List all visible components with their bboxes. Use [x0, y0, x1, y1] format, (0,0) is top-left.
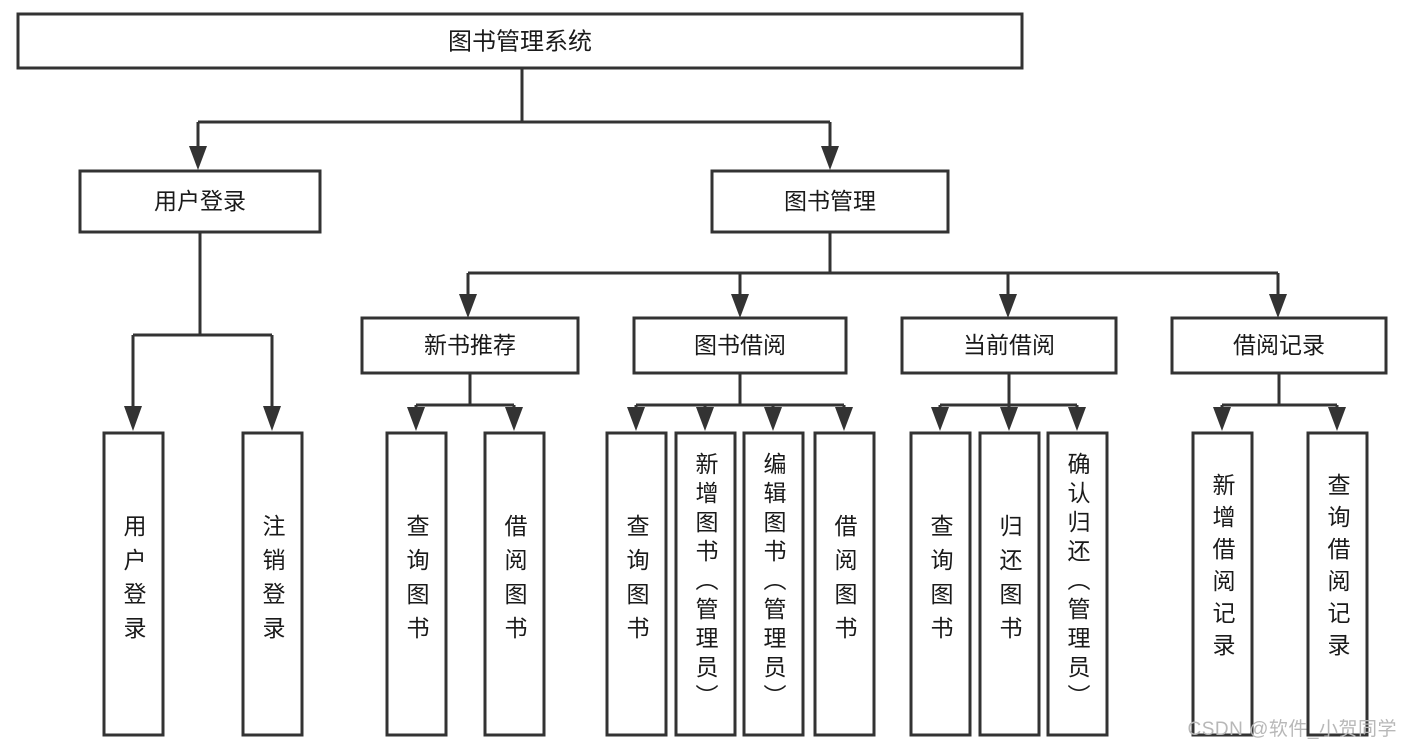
node-user-login[interactable]: 用户登录	[78, 169, 322, 234]
leaf-logout[interactable]: 注销登录	[241, 431, 304, 737]
node-book-management-label: 图书管理	[784, 188, 876, 214]
leaf-confirm-return-admin-label: 确认归还（管理员）	[1064, 452, 1091, 713]
node-borrow-record[interactable]: 借阅记录	[1170, 316, 1388, 375]
leaf-return-book[interactable]: 归还图书	[978, 431, 1041, 737]
connector-root-to-level2	[189, 68, 839, 170]
connector-new-book-recommend-to-leaves	[407, 373, 523, 431]
connector-book-management-to-level3	[459, 232, 1287, 318]
leaf-add-book-admin[interactable]: 新增图书（管理员）	[674, 431, 737, 737]
node-book-management[interactable]: 图书管理	[710, 169, 950, 234]
connector-book-borrow-to-leaves	[627, 373, 853, 431]
node-root-book-management-system[interactable]: 图书管理系统	[16, 12, 1024, 70]
node-new-book-recommend-label: 新书推荐	[424, 332, 516, 358]
leaf-user-login[interactable]: 用户登录	[102, 431, 165, 737]
leaf-query-book-borrow[interactable]: 查询图书	[605, 431, 668, 737]
connector-user-login-to-leaves	[124, 232, 281, 431]
leaf-borrow-book-recommend[interactable]: 借阅图书	[483, 431, 546, 737]
leaf-query-book-recommend[interactable]: 查询图书	[385, 431, 448, 737]
leaf-edit-book-admin-label: 编辑图书（管理员）	[760, 452, 787, 713]
leaf-query-book-current[interactable]: 查询图书	[909, 431, 972, 737]
leaf-edit-book-admin[interactable]: 编辑图书（管理员）	[742, 431, 805, 737]
leaf-borrow-book-label: 借阅图书	[831, 514, 858, 650]
node-current-borrow-label: 当前借阅	[963, 332, 1055, 358]
leaf-query-borrow-record-label: 查询借阅记录	[1324, 473, 1351, 665]
node-new-book-recommend[interactable]: 新书推荐	[360, 316, 580, 375]
leaf-query-book-borrow-label: 查询图书	[623, 514, 650, 650]
leaf-add-borrow-record[interactable]: 新增借阅记录	[1191, 431, 1254, 737]
node-borrow-record-label: 借阅记录	[1233, 332, 1325, 358]
leaf-logout-label: 注销登录	[259, 514, 286, 650]
leaf-user-login-label: 用户登录	[120, 514, 147, 650]
leaf-query-book-current-label: 查询图书	[927, 514, 954, 650]
leaf-borrow-book-recommend-label: 借阅图书	[501, 514, 528, 650]
leaf-query-borrow-record[interactable]: 查询借阅记录	[1306, 431, 1369, 737]
leaf-add-book-admin-label: 新增图书（管理员）	[692, 452, 719, 713]
leaf-return-book-label: 归还图书	[996, 514, 1023, 650]
node-root-label: 图书管理系统	[448, 28, 592, 55]
node-book-borrow[interactable]: 图书借阅	[632, 316, 848, 375]
leaf-add-borrow-record-label: 新增借阅记录	[1209, 473, 1236, 665]
leaf-borrow-book[interactable]: 借阅图书	[813, 431, 876, 737]
node-user-login-label: 用户登录	[154, 188, 246, 214]
node-book-borrow-label: 图书借阅	[694, 332, 786, 358]
leaf-confirm-return-admin[interactable]: 确认归还（管理员）	[1046, 431, 1109, 737]
connector-current-borrow-to-leaves	[931, 373, 1086, 431]
leaf-query-book-recommend-label: 查询图书	[403, 514, 430, 650]
node-current-borrow[interactable]: 当前借阅	[900, 316, 1118, 375]
connector-borrow-record-to-leaves	[1213, 373, 1346, 431]
